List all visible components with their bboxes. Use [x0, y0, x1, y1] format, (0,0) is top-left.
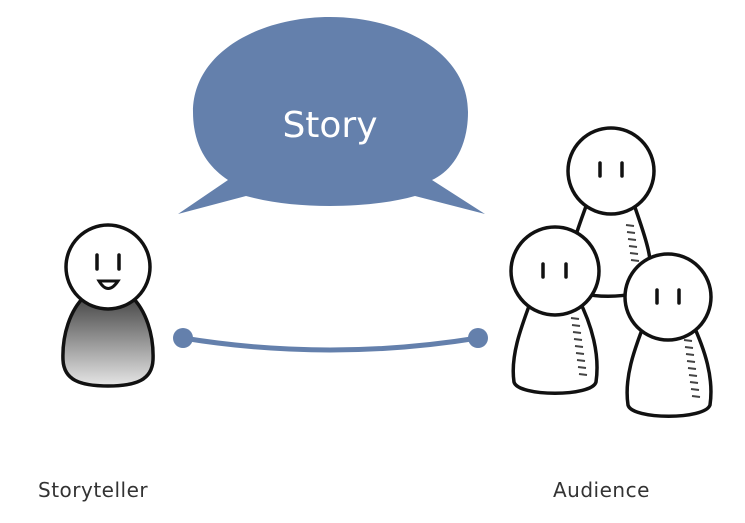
speech-bubble: Story	[178, 17, 485, 214]
storyteller-figure	[61, 223, 155, 388]
audience-group	[509, 126, 713, 418]
connector-curve	[180, 335, 481, 353]
connection-line	[173, 328, 488, 353]
audience-member-left	[509, 225, 601, 395]
audience-member-back-head	[566, 126, 656, 216]
audience-member-left-stitches	[570, 317, 588, 376]
audience-member-left-head	[509, 225, 601, 317]
connector-endpoint-left	[173, 328, 193, 348]
speech-bubble-shape	[178, 17, 485, 214]
audience-label: Audience	[553, 478, 650, 502]
storyteller-head	[64, 223, 152, 311]
audience-member-right	[623, 252, 713, 418]
audience-member-right-stitches	[683, 339, 701, 398]
storyteller-smile	[96, 279, 121, 290]
audience-member-right-body	[625, 320, 713, 418]
audience-member-right-head	[623, 252, 713, 342]
audience-member-back-stitches	[625, 224, 640, 262]
connector-endpoint-right	[468, 328, 488, 348]
speech-bubble-text: Story	[282, 105, 377, 146]
storyteller-label: Storyteller	[38, 478, 149, 502]
audience-member-left-body	[511, 296, 599, 395]
storyteller-body	[61, 294, 155, 388]
